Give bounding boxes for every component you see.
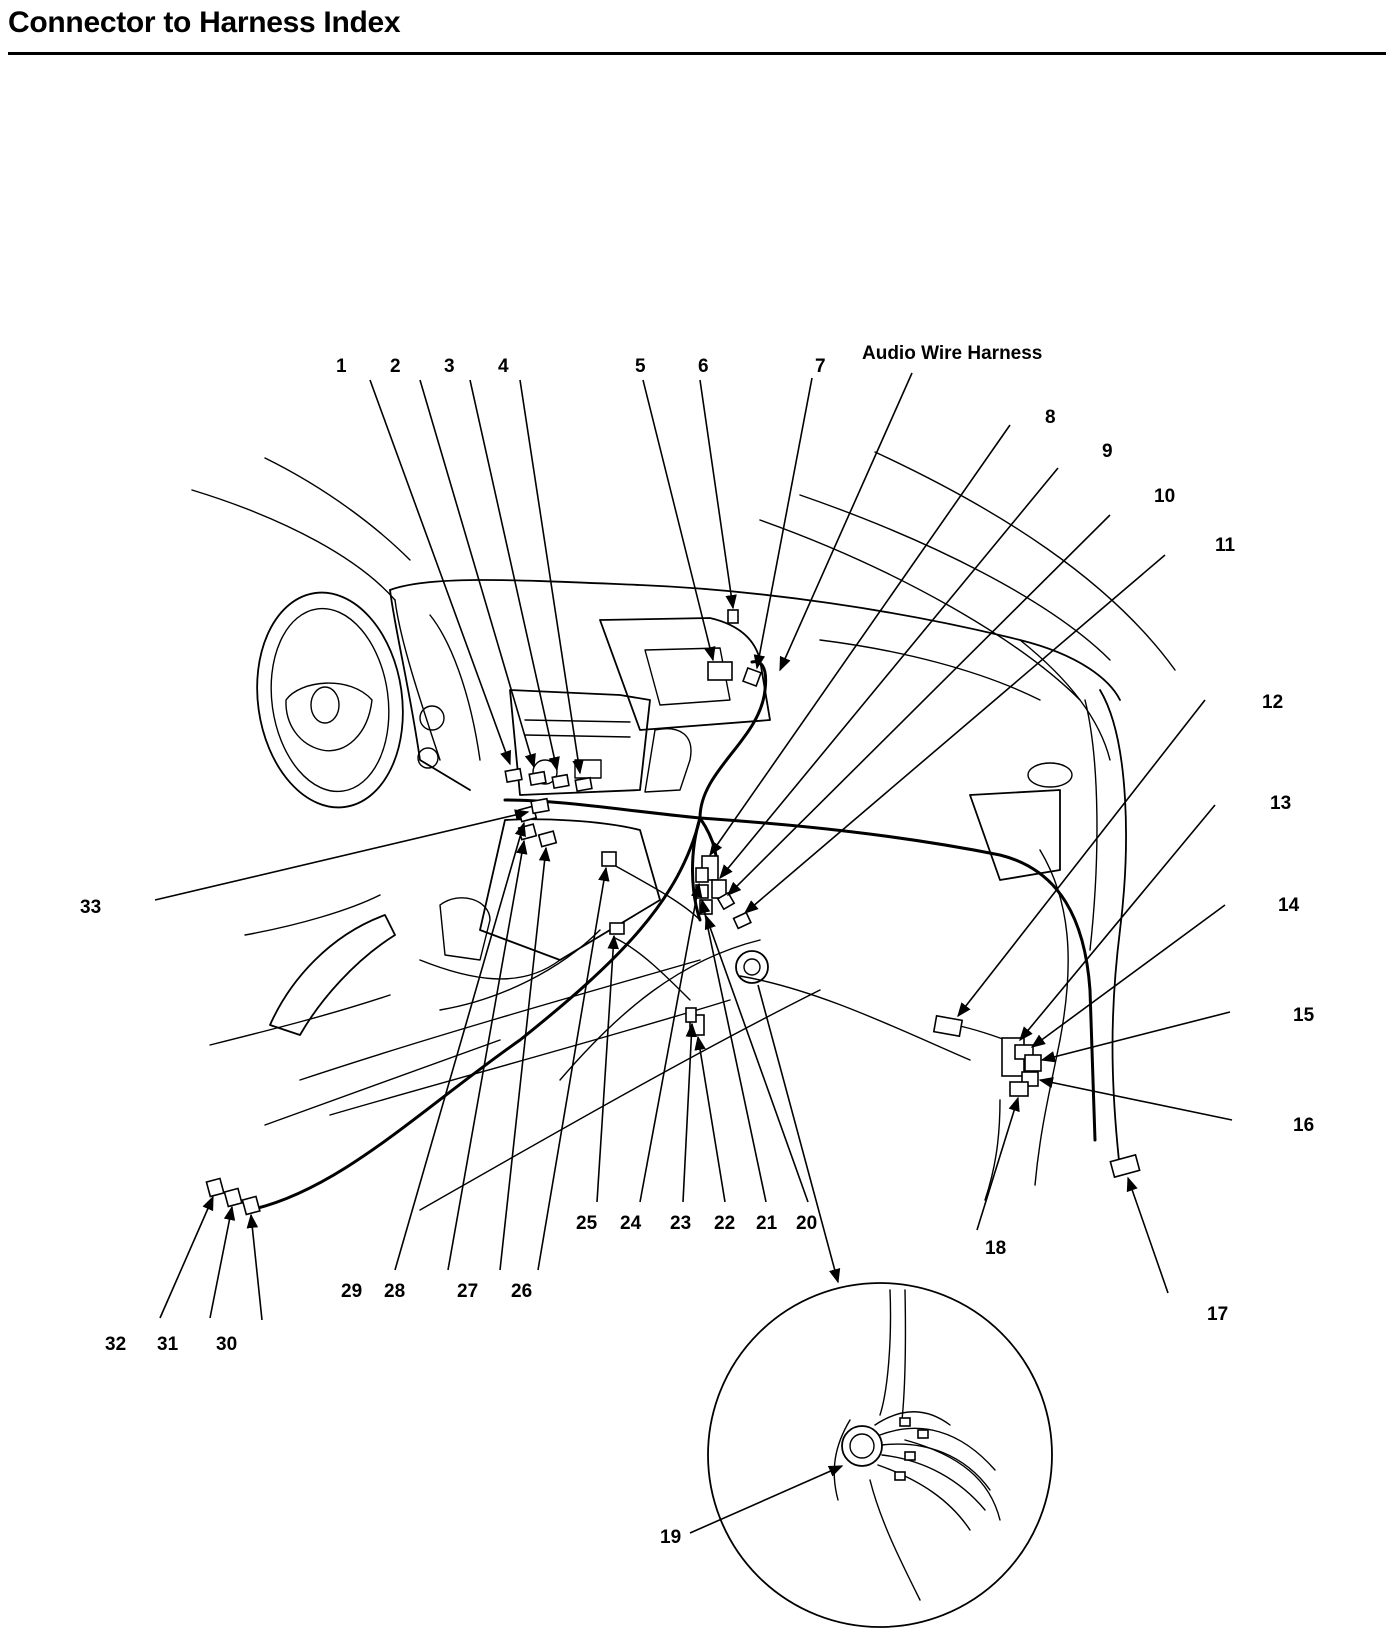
callout-24: 24 — [620, 1213, 642, 1234]
callout-28: 28 — [384, 1281, 405, 1302]
connector-33 — [530, 797, 550, 815]
connector-10 — [716, 891, 736, 911]
connector-23 — [685, 1007, 697, 1023]
callout-23: 23 — [670, 1213, 691, 1234]
callout-18: 18 — [985, 1238, 1006, 1259]
connector-26 — [601, 851, 617, 867]
callout-4: 4 — [498, 356, 509, 377]
title-divider — [8, 52, 1386, 55]
connector-7 — [742, 667, 762, 687]
connector-27 — [537, 830, 558, 848]
callout-3: 3 — [444, 356, 455, 377]
callout-numbers: 1 2 3 4 5 6 7 8 9 10 11 12 13 14 15 16 1… — [80, 356, 1315, 1548]
callout-20: 20 — [796, 1213, 817, 1234]
interior-linework — [191, 451, 1176, 1211]
callout-30: 30 — [216, 1334, 237, 1355]
callout-5: 5 — [635, 356, 646, 377]
connector-6 — [727, 609, 739, 624]
callout-19: 19 — [660, 1527, 681, 1548]
callout-27: 27 — [457, 1281, 478, 1302]
callout-16: 16 — [1293, 1115, 1314, 1136]
connector-11 — [732, 911, 752, 930]
connector-32 — [205, 1177, 225, 1198]
callout-29: 29 — [341, 1281, 362, 1302]
detail-inset — [707, 984, 1053, 1628]
connector-17 — [1109, 1153, 1141, 1179]
callout-22: 22 — [714, 1213, 735, 1234]
callout-1: 1 — [336, 356, 347, 377]
callout-12: 12 — [1262, 692, 1283, 713]
callout-21: 21 — [756, 1213, 778, 1234]
connector-12 — [932, 1014, 964, 1038]
audio-wire-harness-label: Audio Wire Harness — [862, 343, 1042, 364]
callout-15: 15 — [1293, 1005, 1315, 1026]
connector-4 — [574, 776, 593, 793]
grommet — [735, 950, 769, 984]
callout-14: 14 — [1278, 895, 1300, 916]
connector-15 — [1024, 1054, 1042, 1072]
leader-lines — [154, 372, 1233, 1534]
connector-18 — [1009, 1081, 1029, 1097]
callout-25: 25 — [576, 1213, 598, 1234]
callout-10: 10 — [1154, 486, 1175, 507]
callout-13: 13 — [1270, 793, 1291, 814]
connector-30 — [241, 1195, 261, 1216]
connector-31 — [223, 1187, 243, 1208]
connector-1 — [504, 767, 523, 784]
connectors — [205, 609, 1141, 1216]
connector-5 — [707, 661, 733, 681]
callout-2: 2 — [390, 356, 401, 377]
connector-24 — [695, 867, 709, 883]
wiring-harness — [248, 660, 1097, 1212]
callout-17: 17 — [1207, 1304, 1228, 1325]
steering-wheel — [256, 591, 445, 809]
callout-31: 31 — [157, 1334, 179, 1355]
callout-33: 33 — [80, 897, 101, 918]
callout-9: 9 — [1102, 441, 1113, 462]
connector-3 — [551, 773, 570, 790]
connector-25 — [609, 922, 625, 935]
callout-6: 6 — [698, 356, 709, 377]
page-title: Connector to Harness Index — [8, 6, 401, 39]
connector-2 — [528, 770, 547, 787]
callout-11: 11 — [1215, 535, 1236, 556]
callout-7: 7 — [815, 356, 826, 377]
callout-26: 26 — [511, 1281, 532, 1302]
callout-32: 32 — [105, 1334, 126, 1355]
callout-8: 8 — [1045, 407, 1056, 428]
